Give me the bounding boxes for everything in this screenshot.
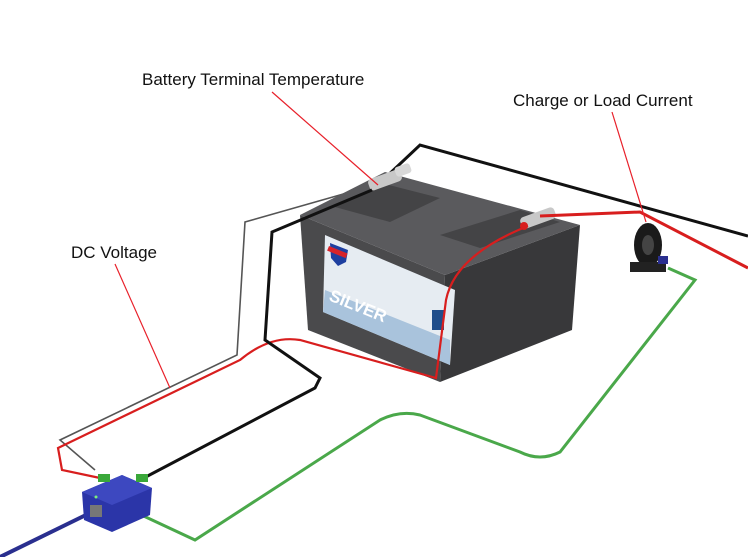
monitoring-device [82,474,152,532]
terminal-temperature-label: Battery Terminal Temperature [142,70,364,89]
current-transformer-sensor [630,223,668,272]
terminal-temperature-leader-line [271,91,379,186]
battery-badge [432,310,444,330]
current-sensor-signal-wire [134,266,698,542]
battery: SILVER [300,172,580,382]
negative-terminal-clamp [368,163,412,191]
negative-battery-wire [139,188,373,482]
carquest-logo [327,243,348,266]
voltage-positive-wire [56,224,529,480]
current-label: Charge or Load Current [513,91,693,110]
positive-wire-to-current-sensor [539,210,748,270]
voltage-leader-line [114,263,171,389]
network-cable [0,510,93,557]
temperature-sensor-wire [58,184,376,471]
voltage-label: DC Voltage [71,243,157,262]
current-leader-line [611,111,647,223]
